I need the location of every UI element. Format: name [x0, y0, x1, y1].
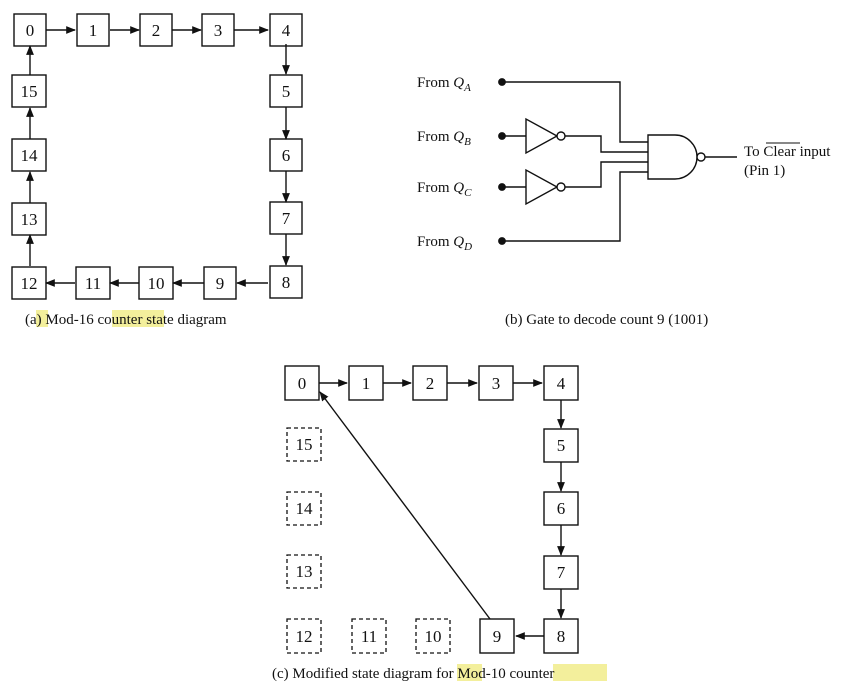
state-label-a-14: 14 [21, 146, 39, 165]
state-box-a-6 [269, 138, 303, 172]
unused-label-10: 10 [425, 627, 442, 646]
state-box-a-2 [139, 13, 173, 47]
inverter-qc [525, 168, 559, 206]
inverter-bubble-qb [556, 131, 566, 141]
unused-box-11 [351, 618, 387, 654]
nand-bubble [696, 152, 706, 162]
state-label-c-5: 5 [557, 436, 566, 455]
state-box-a-0 [13, 13, 47, 47]
caption-c: (c) Modified state diagram for Mod-10 co… [272, 666, 554, 682]
state-box-c-5 [543, 428, 579, 463]
unused-box-12 [286, 618, 322, 654]
state-box-c-6 [543, 491, 579, 526]
state-label-a-1: 1 [89, 21, 98, 40]
wire-qa [502, 81, 648, 143]
transition-c-9-0 [319, 391, 491, 620]
caption-b: (b) Gate to decode count 9 (1001) [505, 312, 708, 328]
wire-qc-out [565, 161, 648, 188]
unused-box-14 [286, 491, 322, 526]
mod16-state-diagram [11, 13, 303, 300]
caption-a: (a) Mod-16 counter state diagram [25, 312, 227, 328]
input-label-qa: From QA [417, 75, 471, 94]
state-label-a-12: 12 [21, 274, 38, 293]
inverter-bubble-qc [556, 182, 566, 192]
state-box-c-7 [543, 555, 579, 590]
state-label-a-11: 11 [85, 274, 101, 293]
state-box-c-9 [479, 618, 515, 654]
unused-label-15: 15 [296, 435, 313, 454]
unused-label-12: 12 [296, 627, 313, 646]
mod10-state-labels: 0 1 2 3 4 5 6 7 8 9 15 14 13 12 11 10 [296, 374, 566, 646]
input-label-qd: From QD [417, 234, 472, 253]
state-label-a-9: 9 [216, 274, 225, 293]
wire-qd [502, 171, 648, 242]
state-box-a-9 [203, 266, 237, 300]
state-label-a-0: 0 [26, 21, 35, 40]
input-label-qc: From QC [417, 180, 472, 199]
state-label-a-6: 6 [282, 146, 291, 165]
state-box-c-1 [348, 365, 384, 401]
state-box-c-4 [543, 365, 579, 401]
state-box-c-3 [478, 365, 514, 401]
state-box-a-1 [76, 13, 110, 47]
mod10-state-diagram [284, 365, 579, 654]
state-box-c-0 [284, 365, 320, 401]
unused-label-11: 11 [361, 627, 377, 646]
caption-c-highlight-for [457, 664, 482, 681]
state-label-a-8: 8 [282, 273, 291, 292]
mod16-state-labels: 0 1 2 3 4 5 6 7 8 9 10 11 12 13 14 15 [21, 21, 291, 293]
state-label-a-3: 3 [214, 21, 223, 40]
unused-box-13 [286, 554, 322, 589]
state-label-c-9: 9 [493, 627, 502, 646]
state-label-c-6: 6 [557, 499, 566, 518]
state-box-c-2 [412, 365, 448, 401]
state-label-c-8: 8 [557, 627, 566, 646]
mod10-unused-states [286, 427, 451, 654]
state-label-c-0: 0 [298, 374, 307, 393]
state-label-a-7: 7 [282, 209, 291, 228]
state-box-c-8 [543, 618, 579, 654]
state-label-c-7: 7 [557, 563, 566, 582]
output-label: To Clear input [744, 144, 831, 160]
output-pin-label: (Pin 1) [744, 163, 785, 179]
state-box-a-7 [269, 201, 303, 235]
state-label-a-13: 13 [21, 210, 38, 229]
state-label-a-15: 15 [21, 82, 38, 101]
state-box-a-10 [138, 266, 174, 300]
state-label-a-4: 4 [282, 21, 291, 40]
unused-label-14: 14 [296, 499, 314, 518]
unused-box-10 [415, 618, 451, 654]
state-label-a-5: 5 [282, 82, 291, 101]
decode-gate-diagram [498, 78, 800, 245]
state-box-a-3 [201, 13, 235, 47]
nand-gate [647, 134, 698, 180]
caption-c-highlight-counter [553, 664, 607, 681]
state-label-c-3: 3 [492, 374, 501, 393]
decode-gate-labels: From QA From QB From QC From QD To Clear… [417, 75, 831, 253]
input-label-qb: From QB [417, 129, 471, 148]
unused-label-13: 13 [296, 562, 313, 581]
unused-box-15 [286, 427, 322, 462]
state-label-a-10: 10 [148, 274, 165, 293]
state-label-a-2: 2 [152, 21, 161, 40]
state-box-a-12 [11, 266, 47, 300]
state-box-a-13 [11, 202, 47, 236]
state-box-a-15 [11, 74, 47, 108]
state-label-c-2: 2 [426, 374, 435, 393]
inverter-qb [525, 117, 559, 155]
state-label-c-4: 4 [557, 374, 566, 393]
caption-a-highlight-counter [112, 310, 164, 327]
state-box-a-5 [269, 74, 303, 108]
state-box-a-8 [269, 265, 303, 299]
caption-a-highlight-a [36, 310, 48, 327]
state-box-a-11 [75, 266, 111, 300]
wire-qb-out [565, 135, 648, 153]
state-box-a-4 [269, 13, 303, 47]
state-label-c-1: 1 [362, 374, 371, 393]
state-box-a-14 [11, 138, 47, 172]
